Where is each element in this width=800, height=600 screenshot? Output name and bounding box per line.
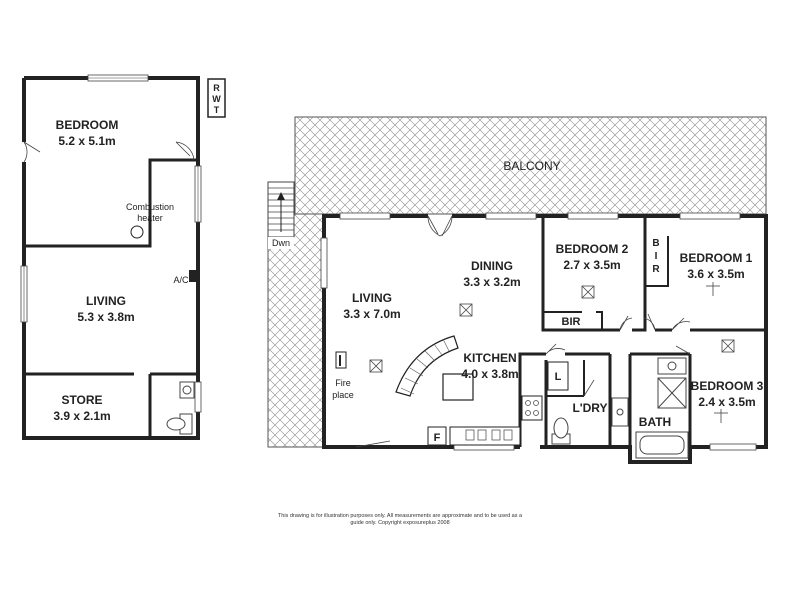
balcony-label: BALCONY — [503, 159, 560, 173]
basin-icon — [179, 381, 195, 399]
toilet-icon — [166, 413, 193, 435]
laundry-tub-icon — [611, 397, 629, 427]
bir-vertical-r: R — [652, 264, 660, 275]
combustion-heater-icon — [130, 225, 144, 239]
rwt-letter-w: W — [212, 94, 221, 104]
shower-icon — [657, 377, 687, 409]
linen-label: L — [555, 371, 562, 383]
rwt-tank: R W T — [207, 78, 226, 118]
kitchen-curved-bench — [395, 335, 459, 397]
disclaimer-line-1: This drawing is for illustration purpose… — [277, 513, 523, 519]
bathtub-icon — [635, 431, 689, 459]
bath-label: BATH — [639, 415, 671, 429]
bedroom2-name: BEDROOM 2 — [556, 242, 629, 256]
combustion-label-1: Combustion — [126, 202, 174, 212]
fridge-box — [427, 426, 447, 446]
sink-icon — [491, 429, 501, 441]
main-building-walls — [322, 214, 768, 464]
cooktop-icon — [521, 395, 543, 421]
kitchen-island — [442, 373, 474, 401]
ac-label: A/C — [173, 275, 189, 285]
bedroom2-dims: 2.7 x 3.5m — [563, 258, 620, 272]
ac-unit — [189, 270, 196, 282]
disclaimer-line-2: guide only. Copyright exposureplus 2008 — [350, 520, 450, 526]
arrow-up-icon — [277, 192, 285, 200]
basin-icon — [657, 357, 687, 375]
balcony-area — [267, 116, 767, 448]
bedroom-upper-dims: 5.2 x 5.1m — [58, 134, 115, 148]
bedroom3-dims: 2.4 x 3.5m — [698, 395, 755, 409]
store-name: STORE — [61, 393, 102, 407]
stairs-down-label: Dwn — [272, 238, 290, 248]
main-building-windows — [320, 212, 757, 451]
dining-name: DINING — [471, 259, 513, 273]
bir-label: BIR — [562, 316, 581, 328]
sink-icon — [503, 429, 513, 441]
kitchen-dims: 4.0 x 3.8m — [461, 367, 518, 381]
bedroom1-dims: 3.6 x 3.5m — [687, 267, 744, 281]
ceiling-light-icon — [721, 339, 735, 353]
kitchen-bench — [449, 426, 521, 446]
sink-icon — [465, 429, 475, 441]
bedroom1-name: BEDROOM 1 — [680, 251, 753, 265]
bedroom3-name: BEDROOM 3 — [691, 379, 764, 393]
living-left-dims: 5.3 x 3.8m — [77, 310, 134, 324]
left-building-walls — [22, 76, 200, 440]
ceiling-light-icon — [369, 359, 383, 373]
laundry-label: L'DRY — [572, 401, 607, 415]
rwt-letter-t: T — [214, 105, 220, 115]
store-dims: 3.9 x 2.1m — [53, 409, 110, 423]
stairs — [267, 181, 295, 249]
fireplace-label-2: place — [332, 390, 354, 400]
living-main-name: LIVING — [352, 291, 392, 305]
rwt-letter-r: R — [213, 83, 220, 93]
disclaimer: This drawing is for illustration purpose… — [260, 513, 540, 527]
ceiling-fan-icon — [714, 409, 728, 423]
fridge-label: F — [434, 432, 441, 444]
sink-icon — [477, 429, 487, 441]
linen-cupboard — [547, 361, 569, 391]
left-building-doors — [23, 141, 195, 163]
ceiling-fan-icon — [706, 282, 720, 296]
living-left-name: LIVING — [86, 294, 126, 308]
bir-vertical-i: I — [655, 251, 658, 262]
bedroom-upper-name: BEDROOM — [56, 118, 119, 132]
toilet-icon — [551, 417, 571, 445]
ceiling-light-icon — [581, 285, 595, 299]
dining-dims: 3.3 x 3.2m — [463, 275, 520, 289]
main-building-doors — [355, 215, 691, 448]
living-main-dims: 3.3 x 7.0m — [343, 307, 400, 321]
left-building-windows — [20, 74, 202, 413]
fireplace-label-1: Fire — [335, 378, 351, 388]
fireplace-icon — [335, 351, 347, 369]
bir-vertical-b: B — [652, 238, 659, 249]
ceiling-light-icon — [459, 303, 473, 317]
combustion-label-2: heater — [137, 213, 163, 223]
kitchen-name: KITCHEN — [463, 351, 516, 365]
